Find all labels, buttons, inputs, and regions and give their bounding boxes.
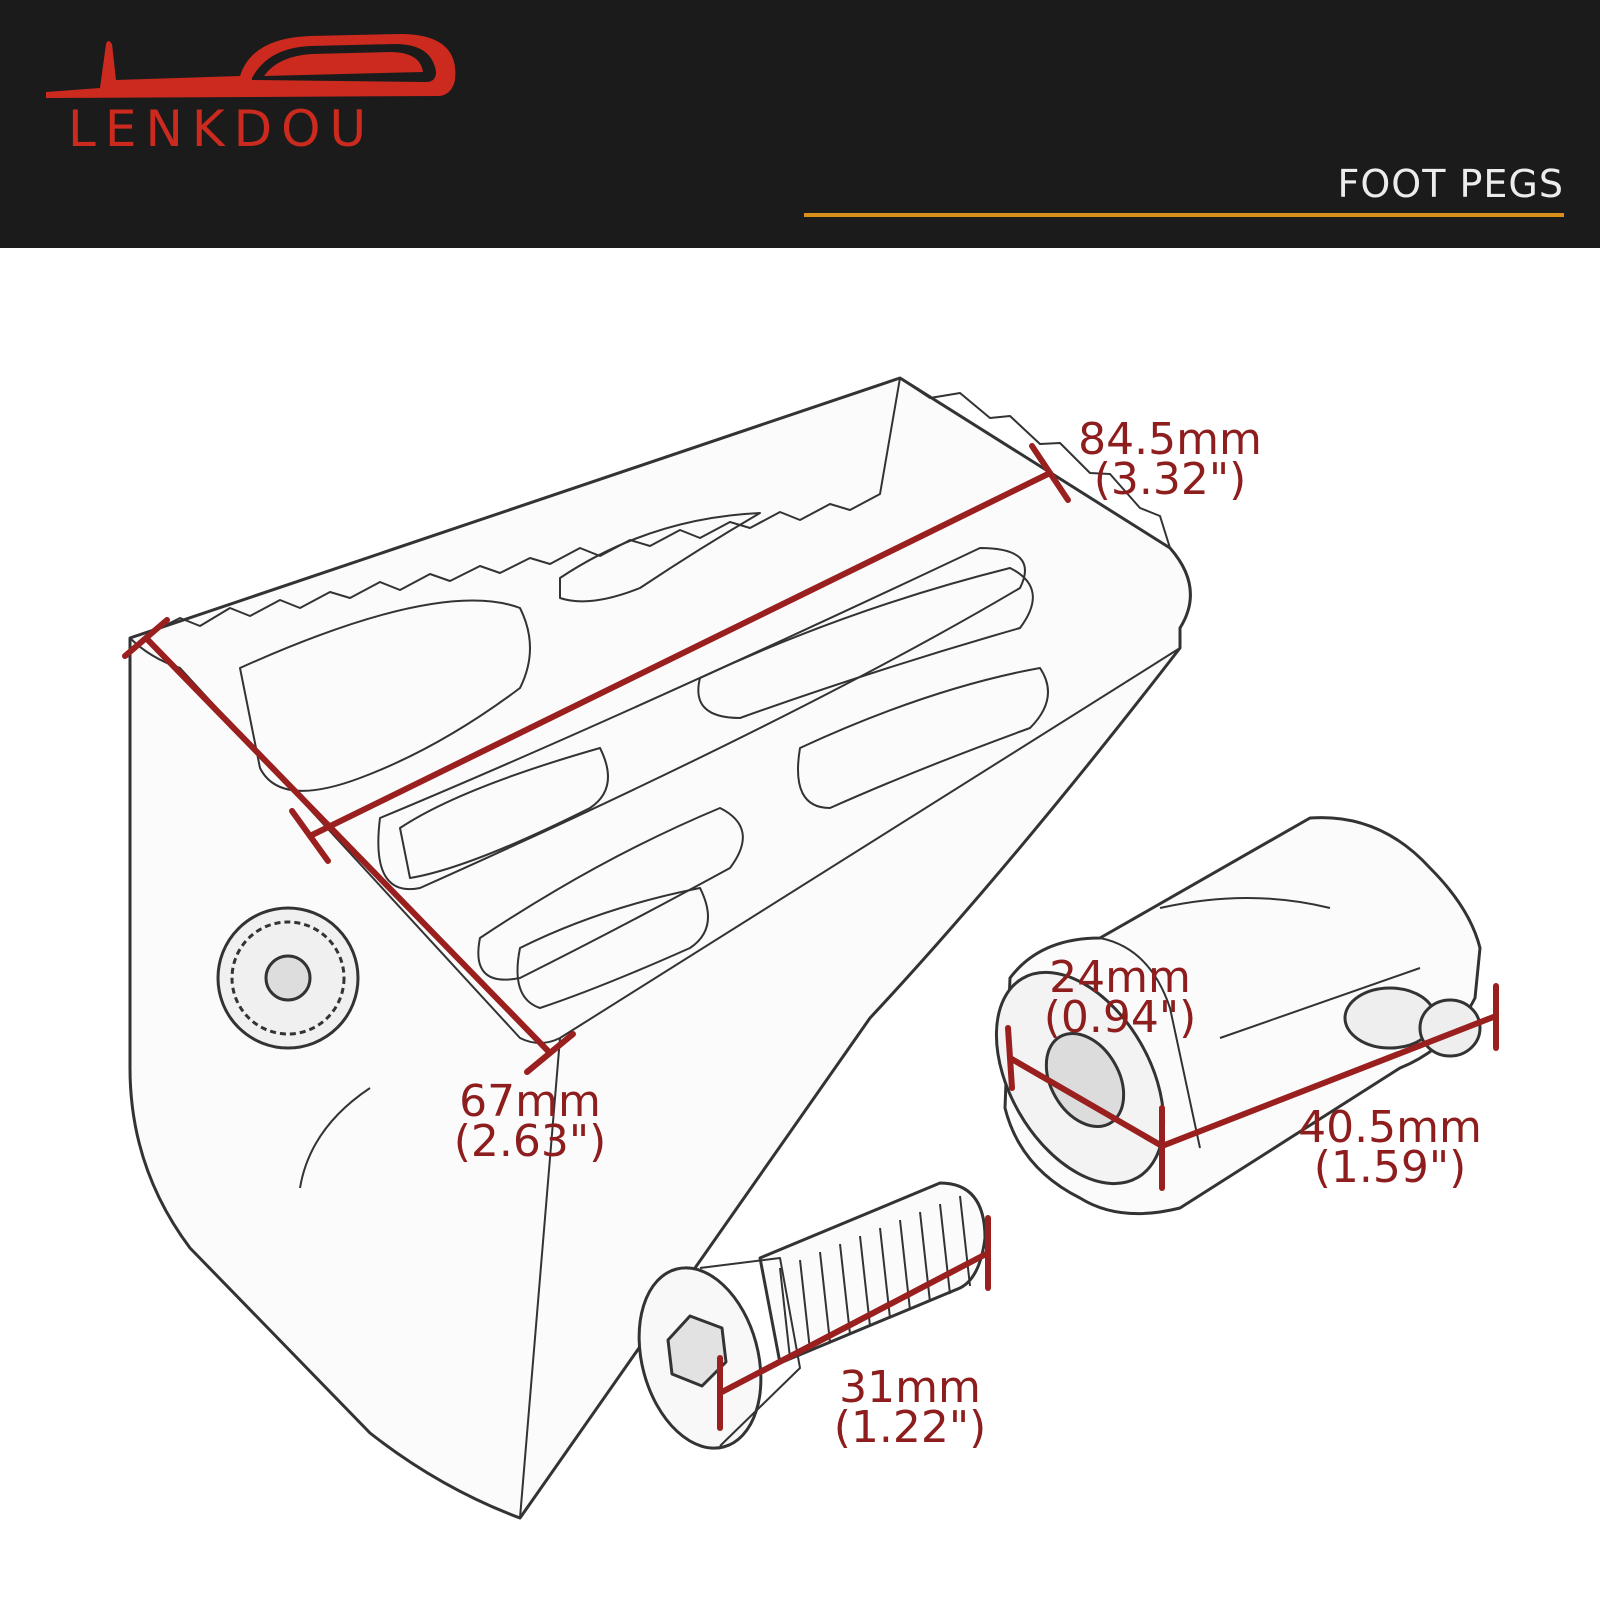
bolt-length-imperial: (1.22") — [833, 1402, 987, 1453]
product-dimension-drawing — [122, 376, 1499, 1520]
adapter-length-metric: 40.5mm — [1298, 1102, 1482, 1153]
adapter-diameter-imperial: (0.94") — [1043, 992, 1197, 1043]
dimension-label-adapter-length: 40.5mm (1.59") — [1280, 1102, 1500, 1193]
peg-length-imperial: (3.32") — [1093, 454, 1247, 505]
adapter-diameter-metric: 24mm — [1049, 952, 1191, 1003]
dimension-label-peg-width: 67mm (2.63") — [440, 1076, 620, 1167]
header-bar: LENKDOU FOOT PEGS — [0, 0, 1600, 248]
dimension-label-bolt-length: 31mm (1.22") — [820, 1362, 1000, 1453]
bolt-length-metric: 31mm — [839, 1362, 981, 1413]
adapter-block-drawing — [994, 816, 1482, 1216]
dimension-line-peg-width — [122, 617, 576, 1075]
dimension-line-bolt-length — [717, 1215, 991, 1431]
dimension-label-adapter-diameter: 24mm (0.94") — [1030, 952, 1210, 1043]
dimension-line-adapter-diameter — [1005, 1025, 1165, 1149]
peg-width-metric: 67mm — [459, 1076, 601, 1127]
dimension-label-peg-length: 84.5mm (3.32") — [1060, 414, 1280, 505]
brand-logo-car-icon — [46, 34, 456, 98]
adapter-length-imperial: (1.59") — [1313, 1142, 1467, 1193]
page-title: FOOT PEGS — [1337, 162, 1564, 206]
peg-width-imperial: (2.63") — [453, 1116, 607, 1167]
title-underline — [804, 213, 1564, 217]
dimension-line-adapter-length — [1159, 983, 1499, 1191]
bolt-drawing — [637, 1181, 987, 1450]
peg-length-metric: 84.5mm — [1078, 414, 1262, 465]
foot-peg-drawing — [128, 376, 1192, 1520]
brand-wordmark: LENKDOU — [68, 100, 376, 158]
dimension-line-peg-length — [289, 443, 1071, 864]
